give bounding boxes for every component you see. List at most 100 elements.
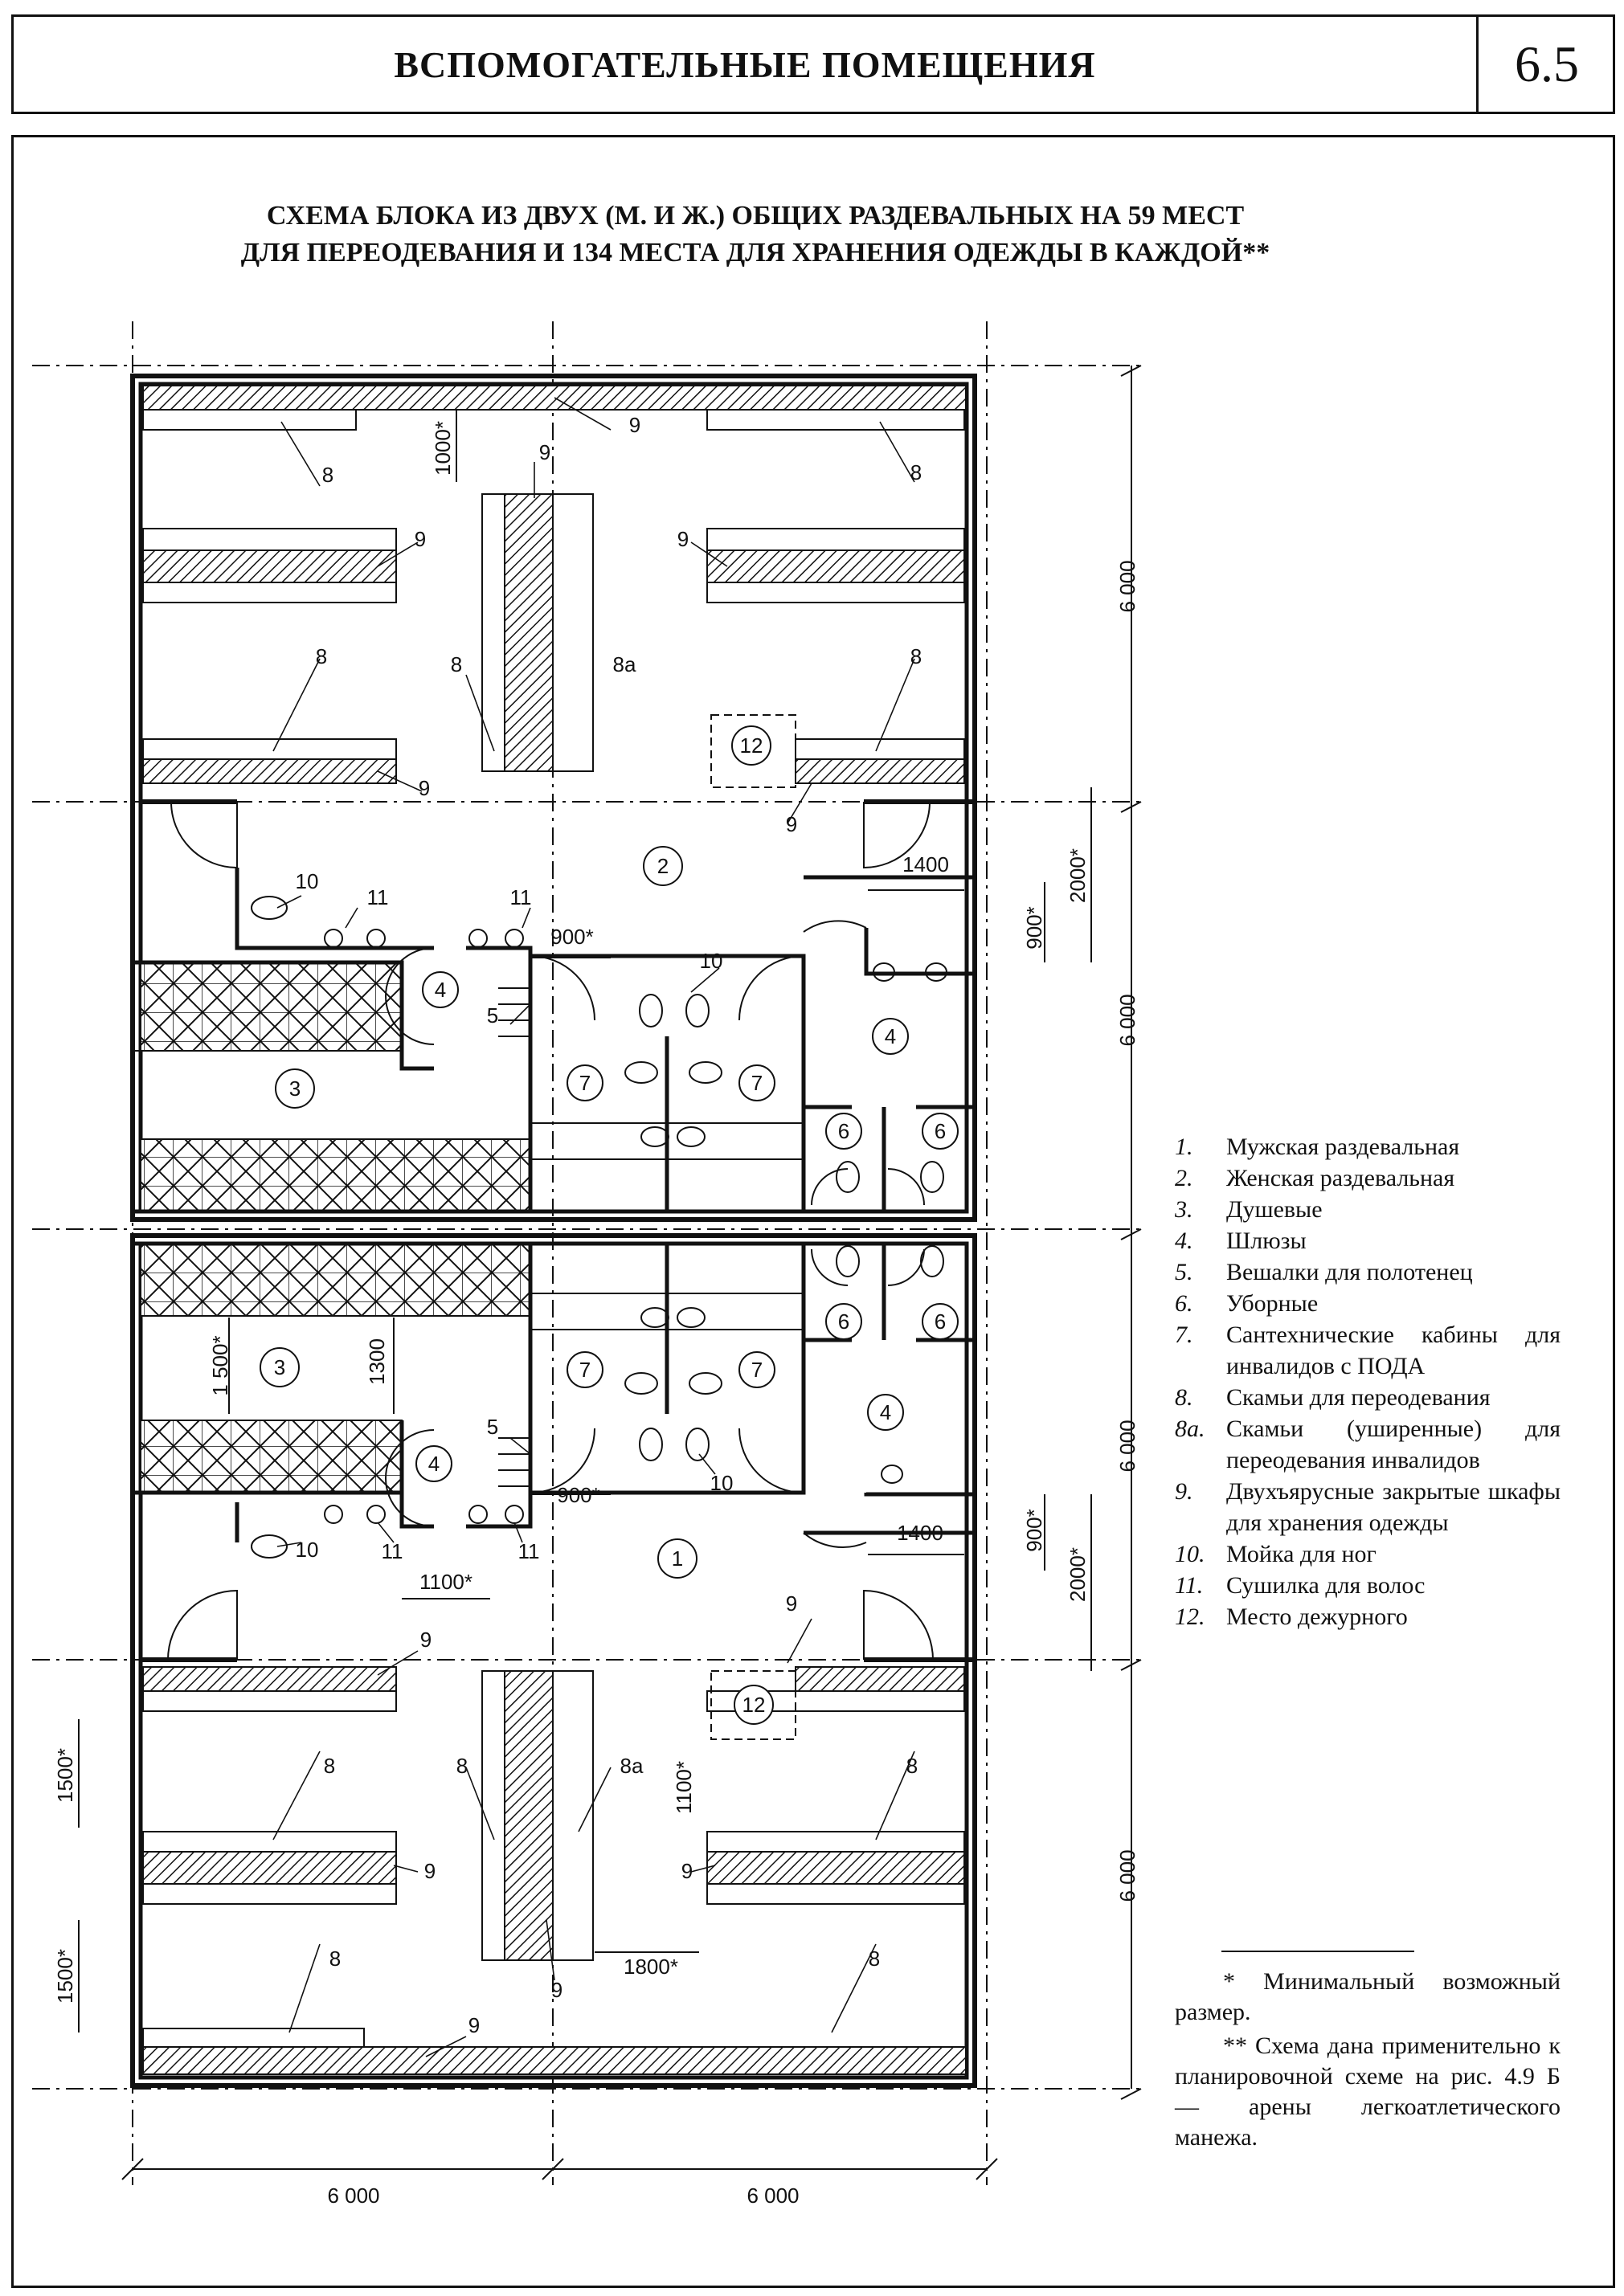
dimension-1400-bottom: 1400 — [897, 1521, 943, 1545]
callout-5: 5 — [487, 1003, 498, 1027]
legend-item: 10.Мойка для ног — [1175, 1541, 1377, 1567]
legend-item: 9.Двухъярусные закрытые шкафы для хранен… — [1175, 1478, 1561, 1536]
dimension-1500-left-top: 1500* — [53, 1748, 77, 1803]
room-label-7-a: 7 — [579, 1071, 591, 1095]
dimension-1500-shower: 1 500* — [208, 1335, 232, 1395]
legend-item: 4.Шлюзы — [1175, 1228, 1307, 1254]
callout-9: 9 — [419, 776, 430, 800]
footnote-1: * Минимальный возможный размер. — [1175, 1968, 1561, 2025]
footnote-2: ** Схема дана применительно к планировоч… — [1175, 2032, 1561, 2151]
callout-8: 8 — [322, 463, 333, 487]
door-swings — [167, 801, 934, 1661]
callout-11: 11 — [382, 1539, 403, 1563]
rotated-dimensions: 6 000 6 000 6 000 6 000 2000* 2000* 900*… — [53, 421, 1139, 2004]
room-label-4-bottom-left: 4 — [428, 1452, 440, 1476]
callout-8: 8 — [906, 1754, 918, 1778]
diagram-title-line-2: ДЛЯ ПЕРЕОДЕВАНИЯ И 134 МЕСТА ДЛЯ ХРАНЕНИ… — [240, 238, 1270, 268]
legend-item: 5.Вешалки для полотенец — [1175, 1259, 1473, 1285]
dimension-900-vertical-top: 900* — [1022, 906, 1046, 950]
room-label-6-b: 6 — [935, 1119, 946, 1143]
dimension-1800: 1800* — [624, 1955, 678, 1979]
page-header: ВСПОМОГАТЕЛЬНЫЕ ПОМЕЩЕНИЯ 6.5 — [11, 14, 1615, 114]
sanitary-fixtures — [251, 896, 947, 1559]
callout-9: 9 — [420, 1628, 432, 1652]
legend-item: 2.Женская раздевальная — [1175, 1165, 1455, 1191]
callout-9: 9 — [629, 413, 640, 437]
shower-blocks — [140, 962, 531, 1493]
callout-11: 11 — [367, 885, 389, 909]
callout-8: 8 — [869, 1947, 880, 1971]
callout-10: 10 — [296, 869, 319, 893]
section-number: 6.5 — [1476, 17, 1615, 112]
room-markers — [260, 725, 959, 1725]
room-label-6-a: 6 — [838, 1119, 849, 1143]
callout-8: 8 — [329, 1947, 341, 1971]
room-label-3-top: 3 — [289, 1077, 301, 1101]
room-label-7-c: 7 — [579, 1358, 591, 1382]
callout-8: 8 — [456, 1754, 468, 1778]
callout-9: 9 — [468, 2013, 480, 2037]
callout-9: 9 — [551, 1978, 562, 2002]
room-label-7-d: 7 — [751, 1358, 763, 1382]
legend-item: 6.Уборные — [1175, 1290, 1319, 1317]
dimension-2000-bottom: 2000* — [1066, 1547, 1090, 1602]
legend: 1.Мужская раздевальная 2.Женская раздева… — [1175, 1131, 1561, 1632]
dimension-900-vertical-bottom: 900* — [1022, 1509, 1046, 1552]
diagram-title: СХЕМА БЛОКА ИЗ ДВУХ (М. И Ж.) ОБЩИХ РАЗД… — [121, 198, 1390, 272]
dimension-2000-top: 2000* — [1066, 848, 1090, 903]
legend-item: 8.Скамьи для переодевания — [1175, 1384, 1491, 1411]
dimension-1000: 1000* — [431, 421, 455, 476]
room-label-12-bottom: 12 — [742, 1693, 766, 1717]
dimension-vertical-2: 6 000 — [1115, 994, 1139, 1046]
callout-5: 5 — [487, 1415, 498, 1439]
section-title: ВСПОМОГАТЕЛЬНЫЕ ПОМЕЩЕНИЯ — [394, 43, 1096, 85]
room-label-4-top-left: 4 — [435, 978, 446, 1002]
dimension-1300: 1300 — [365, 1338, 389, 1385]
callout-8a: 8а — [620, 1754, 644, 1778]
dimension-1500-left-bottom: 1500* — [53, 1949, 77, 2004]
legend-item: 7.Сантехнические кабины для инвалидов с … — [1175, 1322, 1561, 1379]
callout-8: 8 — [910, 460, 922, 484]
callout-9: 9 — [415, 527, 426, 551]
duty-stations — [710, 714, 796, 1740]
dimension-1100-vertical: 1100* — [672, 1761, 696, 1814]
callout-10: 10 — [296, 1538, 319, 1562]
callout-10: 10 — [700, 949, 723, 973]
dimension-lines — [78, 365, 1142, 2180]
dimension-900-top: 900* — [550, 925, 594, 949]
room-label-4-bottom-right: 4 — [880, 1400, 891, 1424]
room-label-4-top-right: 4 — [885, 1024, 896, 1048]
legend-item: 11.Сушилка для волос — [1175, 1572, 1426, 1599]
callout-9: 9 — [786, 812, 797, 836]
room-label-6-c: 6 — [838, 1309, 849, 1334]
callout-9: 9 — [539, 440, 550, 464]
callout-9: 9 — [677, 527, 689, 551]
benches — [142, 409, 965, 2048]
dimension-bottom-left: 6 000 — [327, 2184, 379, 2208]
room-label-1: 1 — [672, 1546, 683, 1571]
footnotes: * Минимальный возможный размер. ** Схема… — [1175, 1967, 1561, 2156]
dimension-vertical-4: 6 000 — [1115, 1849, 1139, 1902]
callout-9: 9 — [424, 1859, 436, 1883]
callout-8: 8 — [910, 644, 922, 668]
room-label-12-top: 12 — [740, 733, 763, 758]
callout-9: 9 — [786, 1591, 797, 1616]
dimension-vertical-1: 6 000 — [1115, 560, 1139, 612]
callout-8a: 8а — [613, 652, 636, 676]
callout-10: 10 — [710, 1471, 734, 1495]
callout-8: 8 — [316, 644, 327, 668]
content-frame — [11, 135, 1615, 2288]
dimension-vertical-3: 6 000 — [1115, 1420, 1139, 1472]
dimension-1100: 1100* — [419, 1570, 472, 1594]
callout-8: 8 — [451, 652, 462, 676]
room-label-6-d: 6 — [935, 1309, 946, 1334]
notes-divider — [1221, 1951, 1414, 1952]
legend-item: 12.Место дежурного — [1175, 1604, 1408, 1630]
legend-item: 1.Мужская раздевальная — [1175, 1134, 1460, 1160]
dimension-bottom-right: 6 000 — [747, 2184, 799, 2208]
room-label-3-bottom: 3 — [274, 1355, 285, 1379]
callout-11: 11 — [510, 885, 532, 909]
room-label-7-b: 7 — [751, 1071, 763, 1095]
legend-item: 8а.Скамьи (уширенные) для переодевания и… — [1175, 1416, 1561, 1473]
